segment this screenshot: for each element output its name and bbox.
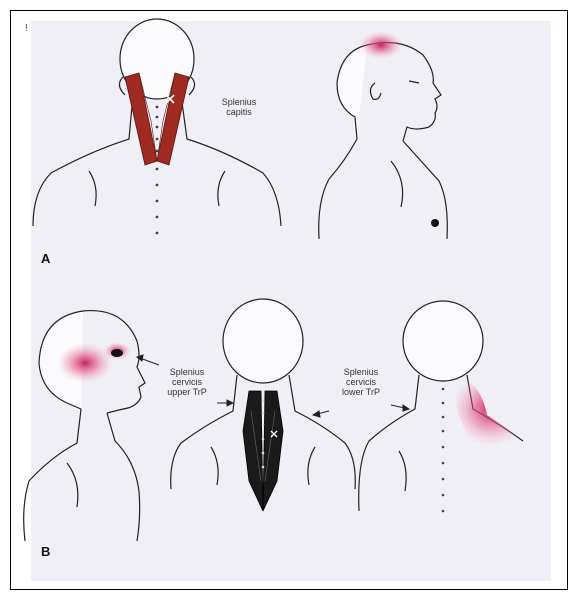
- pain-area-neck: [451, 371, 531, 447]
- splenius-capitis-label-line2: capitis: [209, 107, 269, 117]
- panel-a-letter: A: [41, 251, 51, 266]
- spine-dots-a: [156, 106, 159, 235]
- splenius-capitis-label-line1: Splenius: [209, 97, 269, 107]
- upper-trp-eye-mark: [111, 349, 123, 357]
- nipple-mark: [431, 219, 439, 227]
- corner-mark: !: [25, 23, 28, 34]
- upper-label-line2: cervicis: [157, 377, 217, 387]
- figure-frame: A !: [10, 10, 568, 590]
- upper-label-line1: Splenius: [157, 367, 217, 377]
- spine-dots-b-right: [442, 388, 445, 513]
- splenius-cervicis-muscle: [243, 391, 283, 511]
- anatomy-illustration: A !: [11, 11, 567, 589]
- lower-label-line2: cervicis: [331, 377, 391, 387]
- lower-label-line1: Splenius: [331, 367, 391, 377]
- splenius-cervicis-lower-label: Splenius cervicis lower TrP: [331, 367, 391, 397]
- panel-a-back-view: [33, 19, 281, 226]
- panel-b-letter: B: [41, 544, 50, 559]
- pain-area-vertex: [359, 31, 403, 59]
- upper-label-line3: upper TrP: [157, 387, 217, 397]
- lower-label-line3: lower TrP: [331, 387, 391, 397]
- panel-a-profile-view: [319, 43, 448, 239]
- splenius-cervicis-upper-label: Splenius cervicis upper TrP: [157, 367, 217, 397]
- splenius-capitis-label: Splenius capitis: [209, 97, 269, 117]
- panel-b-right-figure: [359, 301, 523, 511]
